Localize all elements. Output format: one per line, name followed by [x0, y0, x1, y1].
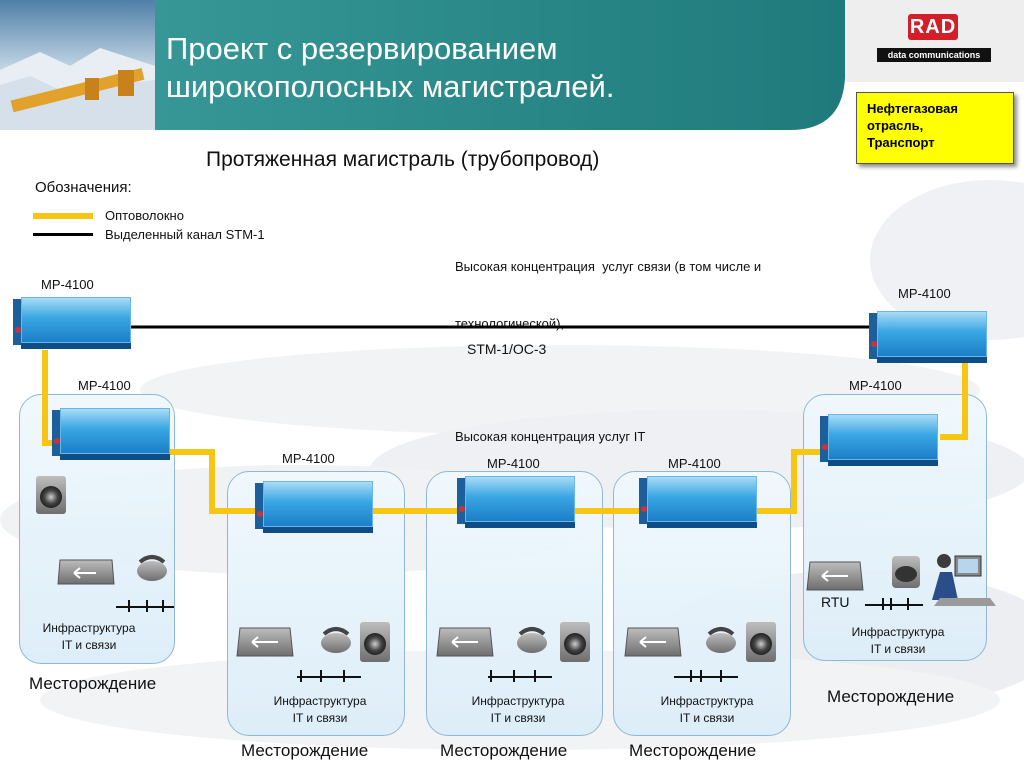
bus-tick — [343, 670, 345, 682]
router-icon — [57, 559, 115, 585]
device-label-site-4: MP-4100 — [668, 456, 721, 471]
legend-stm-label: Выделенный канал STM-1 — [105, 227, 265, 242]
bus-tick — [490, 670, 492, 682]
mp4100-site-3 — [457, 476, 575, 530]
rad-logo: RAD — [908, 14, 958, 40]
badge-line1: Нефтегазовая — [867, 101, 958, 116]
bus-tick — [146, 600, 148, 612]
infra-caption-site-4: Инфраструктура IT и связи — [648, 693, 766, 727]
rtu-router-icon — [806, 561, 864, 591]
bus-tick — [162, 600, 164, 612]
bus-tick — [300, 670, 302, 682]
site-2-bus — [297, 676, 361, 678]
camera-icon — [560, 622, 590, 662]
fiber-link-right — [940, 357, 968, 440]
bus-tick — [700, 670, 702, 682]
header-banner — [0, 0, 845, 130]
field-label-site-1: Месторождение — [29, 674, 157, 693]
infra-caption-site-3: Инфраструктура IT и связи — [459, 693, 577, 727]
infra-caption-site-5: Инфраструктура IT и связи — [839, 624, 957, 658]
diagram-subtitle: Протяженная магистраль (трубопровод) — [206, 148, 600, 171]
industry-badge: Нефтегазовая отрасль, Транспорт — [856, 92, 1014, 164]
field-label-site-2: Месторождение — [241, 741, 369, 760]
logo-area: RAD data communications — [845, 0, 1024, 82]
phone-icon — [321, 627, 351, 653]
phone-icon — [706, 627, 736, 653]
legend-fiber-label: Оптоволокно — [105, 208, 184, 223]
bus-tick — [320, 670, 322, 682]
infra-line2: IT и связи — [490, 711, 546, 725]
rad-tagline: data communications — [877, 48, 991, 62]
infra-line1: Инфраструктура — [273, 694, 367, 708]
site-5-bus — [865, 604, 923, 606]
infra-line1: Инфраструктура — [42, 621, 136, 635]
router-icon — [436, 627, 494, 657]
mp4100-site-4 — [639, 476, 757, 530]
infra-caption-site-1: Инфраструктура IT и связи — [30, 620, 148, 654]
field-label-site-4: Месторождение — [629, 741, 757, 760]
page-title: Проект с резервированием широкополосных … — [166, 30, 806, 106]
field-label-site-5: Месторождение — [827, 687, 955, 706]
bus-tick — [690, 670, 692, 682]
device-label-top-right: MP-4100 — [898, 286, 951, 301]
infra-line2: IT и связи — [61, 638, 117, 652]
note-line3: Высокая концентрация услуг IT — [455, 429, 646, 444]
infra-line1: Инфраструктура — [851, 625, 945, 639]
mp4100-site-1 — [52, 408, 170, 462]
badge-line3: Транспорт — [867, 135, 935, 150]
mp4100-top-left — [13, 297, 131, 351]
site-1-bus — [116, 606, 174, 608]
router-icon — [236, 627, 294, 657]
fiber-link-left — [42, 350, 55, 446]
page-title-line1: Проект с резервированием — [166, 31, 558, 66]
camera-icon — [746, 622, 776, 662]
bus-tick — [882, 598, 884, 610]
fiber-link-1-2 — [170, 449, 260, 514]
site-4-bus — [674, 676, 738, 678]
page-title-line2: широкополосных магистралей. — [166, 69, 615, 104]
mp4100-site-2 — [255, 481, 373, 535]
field-label-site-3: Месторождение — [440, 741, 568, 760]
bus-tick — [128, 600, 130, 612]
mp4100-top-right — [869, 311, 987, 365]
site-3-bus — [488, 676, 552, 678]
infra-line1: Инфраструктура — [660, 694, 754, 708]
badge-line2: отрасль, — [867, 118, 924, 133]
rtu-label: RTU — [821, 594, 850, 610]
camera-icon — [36, 476, 66, 514]
device-label-site-2: MP-4100 — [282, 451, 335, 466]
mp4100-site-5 — [820, 414, 938, 468]
legend-stm-swatch — [33, 233, 93, 236]
infra-line2: IT и связи — [679, 711, 735, 725]
fiber-link-4-5 — [755, 449, 822, 514]
device-label-site-1: MP-4100 — [78, 378, 131, 393]
router-icon — [624, 627, 682, 657]
device-label-site-3: MP-4100 — [487, 456, 540, 471]
phone-icon — [517, 627, 547, 653]
infra-line2: IT и связи — [292, 711, 348, 725]
operator-workstation-icon — [932, 554, 996, 606]
infra-caption-site-2: Инфраструктура IT и связи — [261, 693, 379, 727]
camera-icon — [360, 622, 390, 662]
legend-fiber-swatch — [33, 213, 93, 219]
device-label-site-5: MP-4100 — [849, 378, 902, 393]
legend-heading: Обозначения: — [35, 179, 132, 196]
stm1-link-label: STM-1/OC-3 — [467, 341, 547, 357]
infra-line2: IT и связи — [870, 642, 926, 656]
bus-tick — [720, 670, 722, 682]
phone-icon — [137, 555, 167, 581]
note-line1: Высокая концентрация услуг связи (в том … — [455, 259, 762, 274]
bus-tick — [890, 598, 892, 610]
bus-tick — [534, 670, 536, 682]
phone-icon — [892, 556, 920, 588]
bus-tick — [513, 670, 515, 682]
bus-tick — [907, 598, 909, 610]
device-label-top-left: MP-4100 — [41, 277, 94, 292]
infra-line1: Инфраструктура — [471, 694, 565, 708]
